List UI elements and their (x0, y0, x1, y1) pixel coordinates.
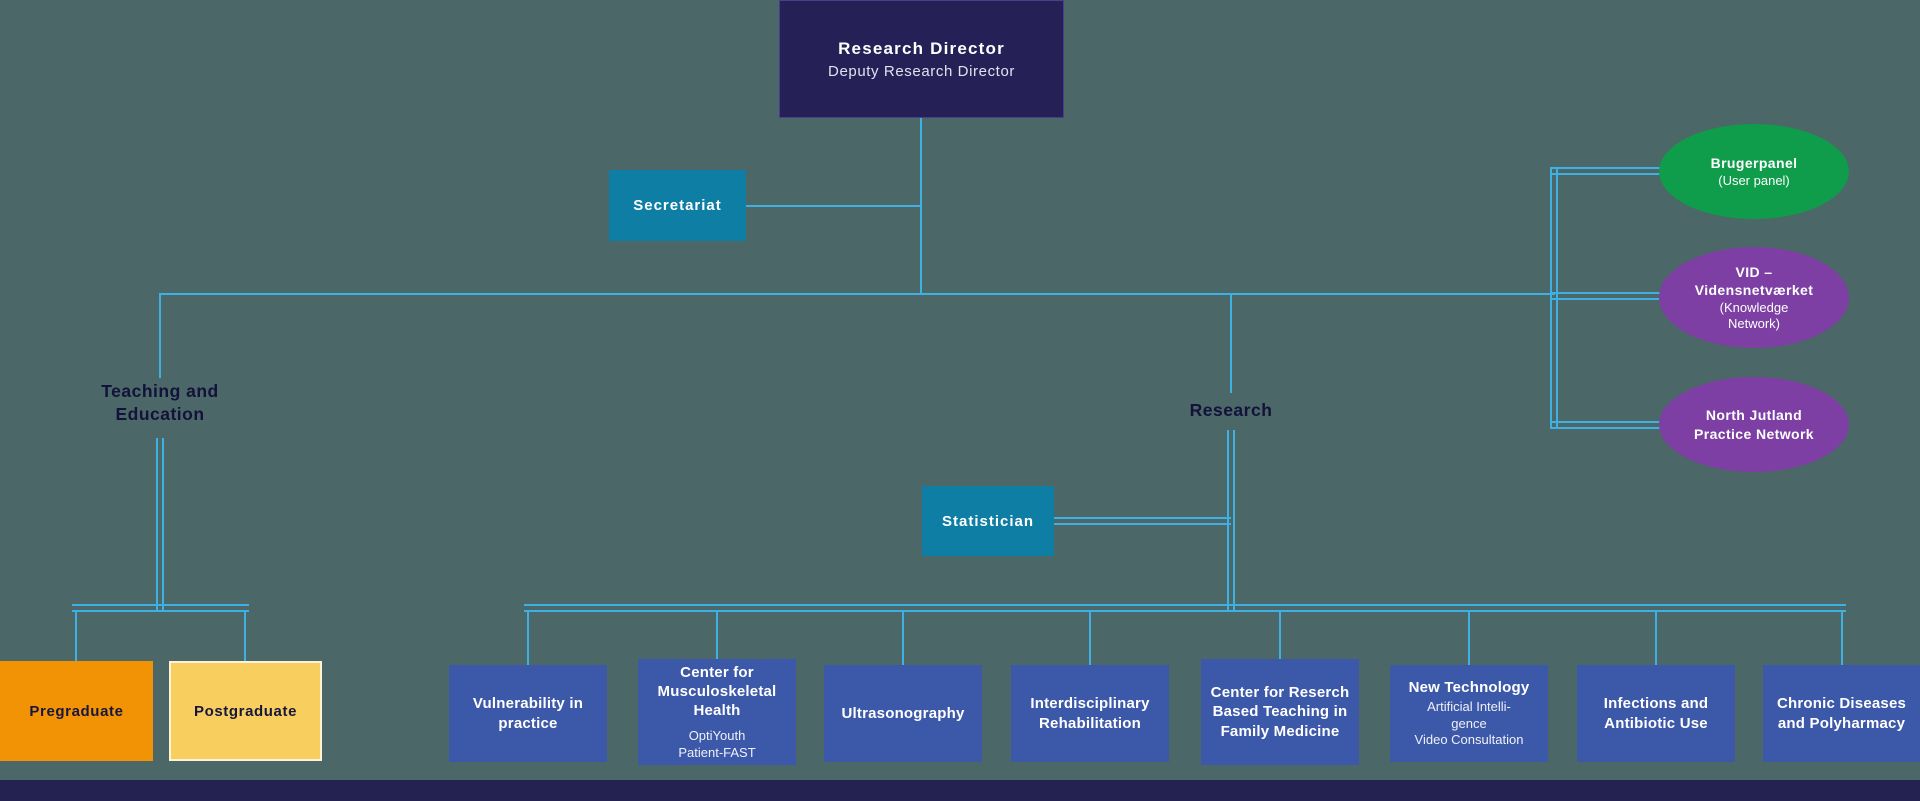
connector-statistician (1054, 517, 1231, 525)
node-center-musculoskeletal-health: Center for Musculoskeletal Health OptiYo… (638, 659, 796, 765)
footer-bar (0, 780, 1920, 801)
statistician-label: Statistician (941, 512, 1035, 530)
unit-title: Chronic Diseases and Polyharmacy (1776, 695, 1907, 732)
unit-subtitle: Artificial Intelli- gence Video Consulta… (1414, 699, 1524, 748)
node-vid-knowledge-network: VID – Vidensnetværket (Knowledge Network… (1659, 247, 1849, 348)
connector-research-top (1230, 293, 1232, 393)
connector-postgraduate (244, 610, 246, 665)
node-pregraduate: Pregraduate (0, 661, 153, 761)
network-title: VID – Vidensnetværket (1694, 263, 1814, 298)
connector-unit-6 (1468, 610, 1470, 670)
unit-title: New Technology (1408, 678, 1530, 696)
connector-research-trunk (1227, 430, 1235, 612)
unit-title: Center for Musculoskeletal Health (657, 663, 777, 719)
connector-main-horizontal (159, 293, 1555, 295)
secretariat-label: Secretariat (633, 197, 722, 214)
connector-unit-2 (716, 610, 718, 670)
connector-pregraduate (75, 610, 77, 665)
node-secretariat: Secretariat (609, 170, 746, 241)
node-brugerpanel: Brugerpanel (User panel) (1659, 124, 1849, 219)
network-title: Brugerpanel (1710, 154, 1798, 171)
teaching-branch-label: Teaching and Education (101, 381, 219, 424)
connector-teaching-trunk (156, 438, 164, 612)
connector-teaching-horizontal (72, 604, 249, 612)
node-interdisciplinary-rehabilitation: Interdisciplinary Rehabilitation (1011, 665, 1169, 762)
node-vulnerability-in-practice: Vulnerability in practice (449, 665, 607, 762)
unit-title: Ultrasonography (841, 704, 965, 722)
network-subtitle: (User panel) (1718, 172, 1790, 188)
connector-unit-8 (1841, 610, 1843, 670)
connector-network-vid (1550, 292, 1662, 300)
node-infections-antibiotic-use: Infections and Antibiotic Use (1577, 665, 1735, 762)
connector-unit-7 (1655, 610, 1657, 670)
node-ultrasonography: Ultrasonography (824, 665, 982, 762)
node-north-jutland-practice-network: North Jutland Practice Network (1659, 377, 1849, 472)
postgraduate-label: Postgraduate (193, 702, 298, 720)
connector-units-horizontal (524, 604, 1846, 612)
connector-unit-4 (1089, 610, 1091, 670)
connector-unit-1 (527, 610, 529, 670)
director-title: Research Director (838, 38, 1005, 58)
node-new-technology: New Technology Artificial Intelli- gence… (1390, 665, 1548, 762)
connector-network-brugerpanel (1550, 167, 1662, 175)
node-chronic-diseases-polyharmacy: Chronic Diseases and Polyharmacy (1763, 665, 1920, 762)
connector-unit-5 (1279, 610, 1281, 670)
unit-title: Interdisciplinary Rehabilitation (1030, 695, 1150, 732)
unit-subtitle: OptiYouth Patient-FAST (678, 728, 756, 760)
director-subtitle: Deputy Research Director (828, 62, 1015, 80)
node-postgraduate: Postgraduate (169, 661, 322, 761)
connector-secretariat (746, 205, 922, 207)
unit-title: Center for Reserch Based Teaching in Fam… (1210, 684, 1350, 740)
unit-title: Infections and Antibiotic Use (1603, 695, 1709, 732)
network-title: North Jutland Practice Network (1693, 407, 1814, 442)
node-research-director: Research Director Deputy Research Direct… (779, 0, 1064, 118)
unit-title: Vulnerability in practice (472, 695, 584, 732)
connector-network-north (1550, 421, 1662, 429)
network-subtitle: (Knowledge Network) (1719, 299, 1789, 332)
connector-unit-3 (902, 610, 904, 670)
pregraduate-label: Pregraduate (29, 702, 124, 720)
node-center-research-based-teaching: Center for Reserch Based Teaching in Fam… (1201, 659, 1359, 765)
node-statistician: Statistician (922, 486, 1054, 556)
research-branch-label: Research (1189, 400, 1273, 420)
connector-teaching-top (159, 293, 161, 378)
